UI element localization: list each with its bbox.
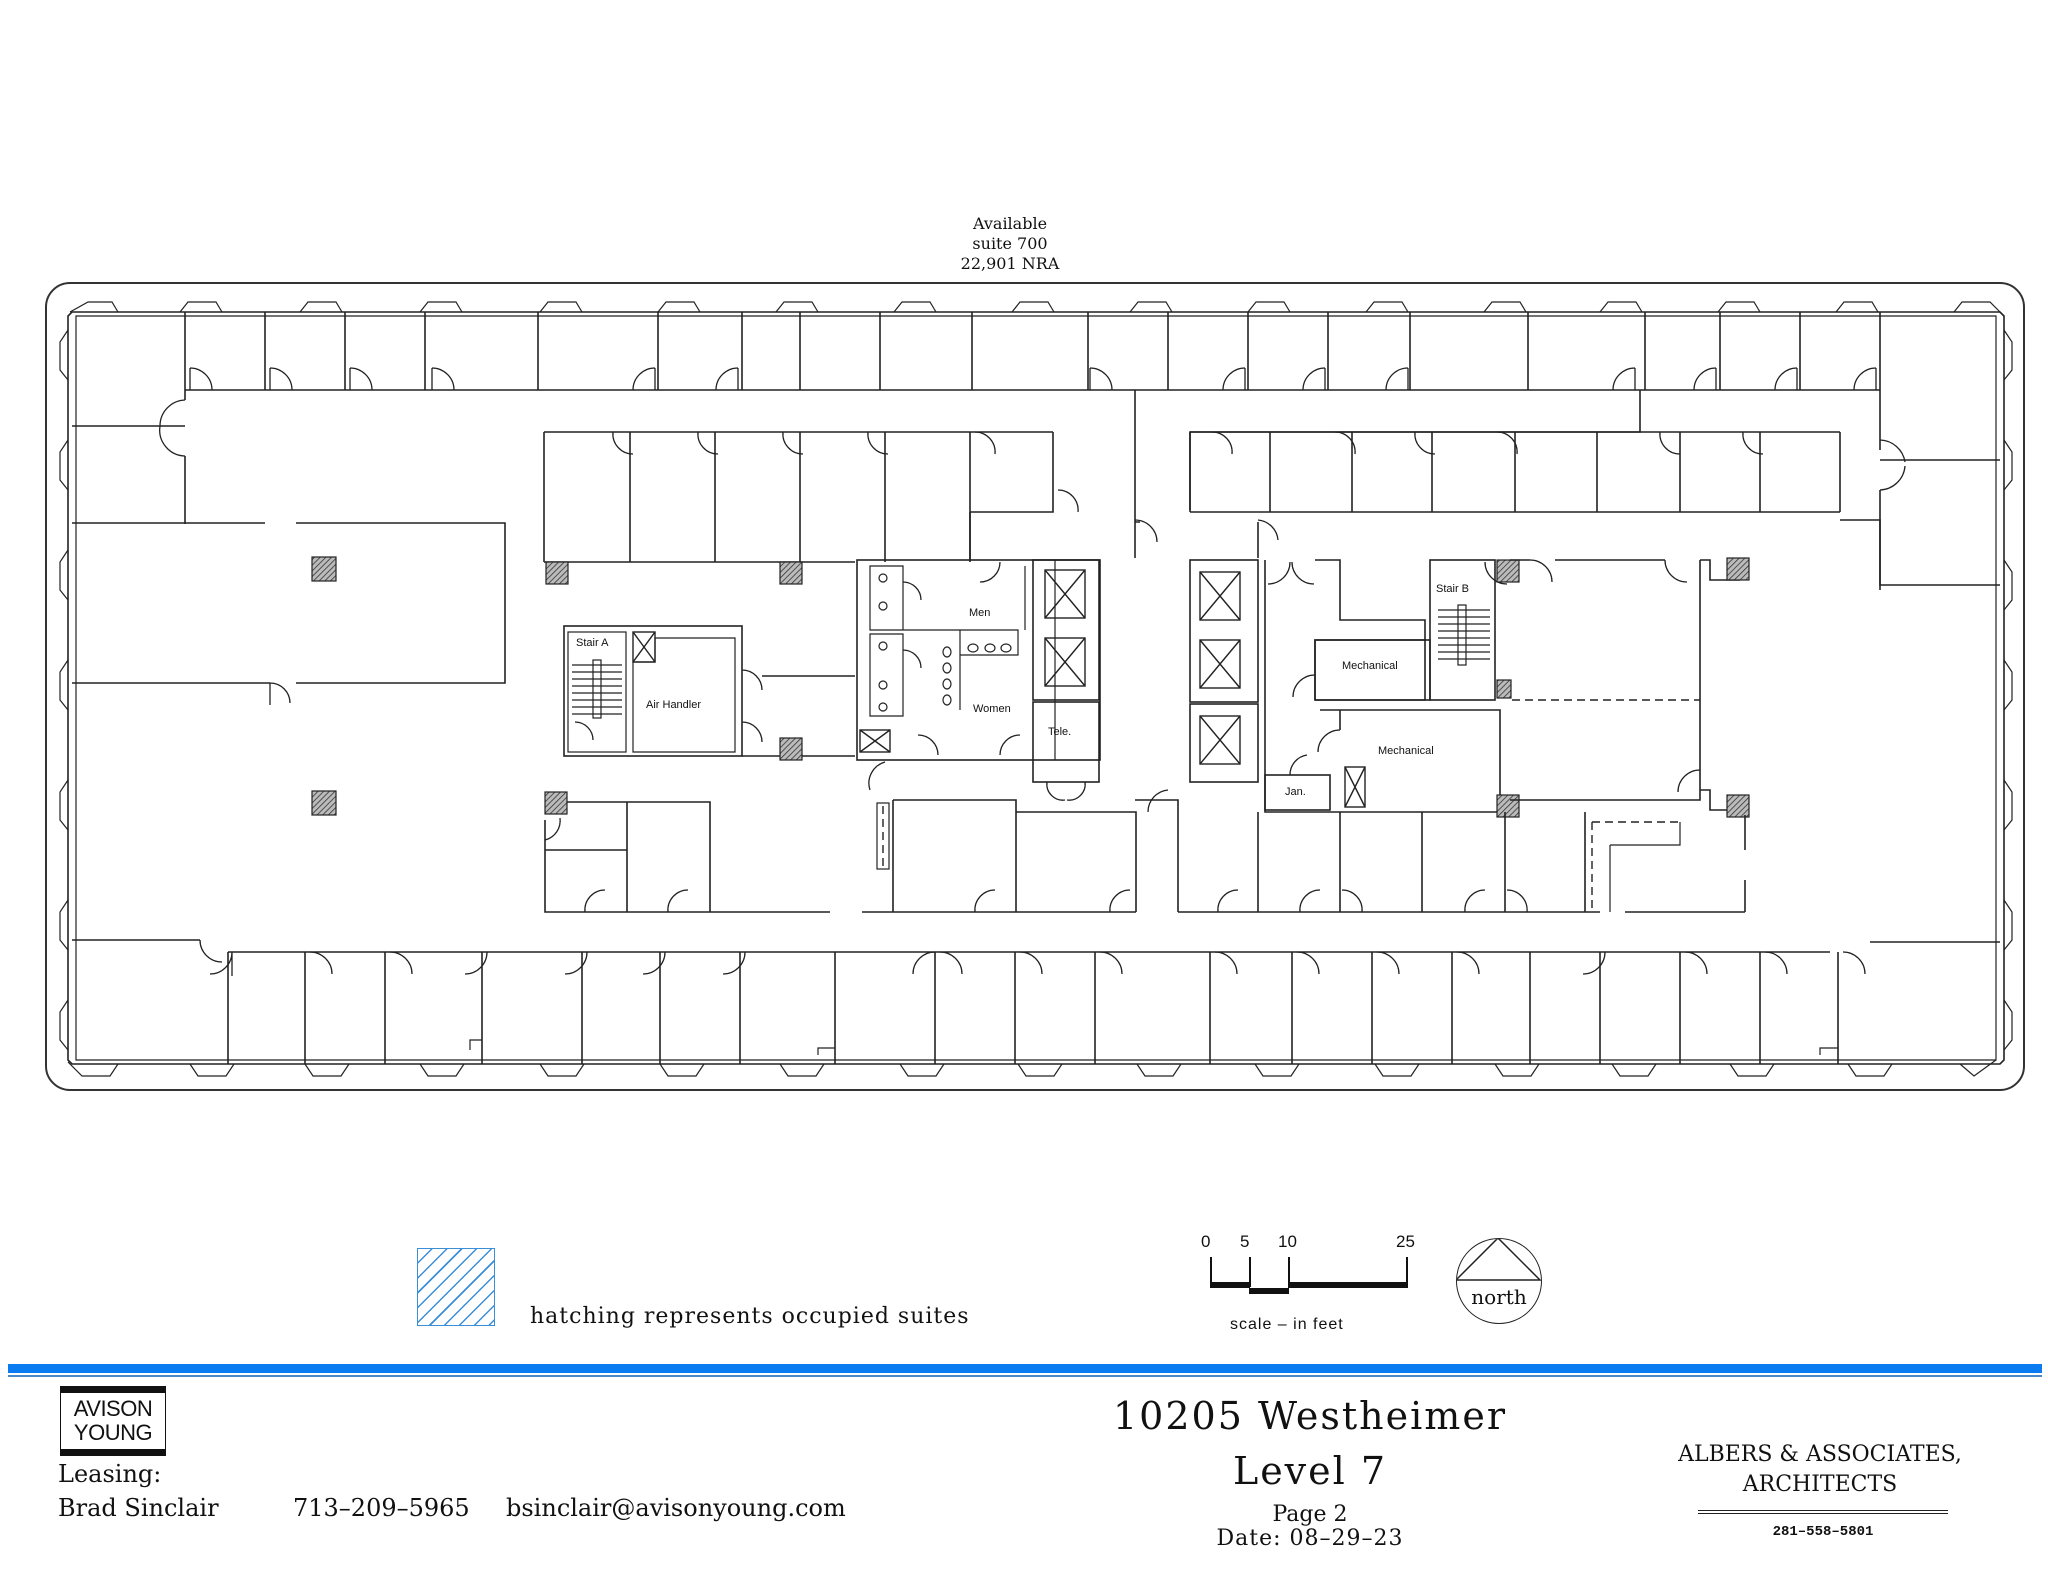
stair-b-treads bbox=[1438, 604, 1490, 666]
north-arrow: north bbox=[1456, 1238, 1542, 1324]
room-label-women: Women bbox=[973, 703, 1011, 715]
suite-availability-line: Available bbox=[972, 214, 1048, 233]
agent-name: Brad Sinclair bbox=[58, 1494, 219, 1522]
scale-tick-25: 25 bbox=[1396, 1232, 1415, 1251]
north-label: north bbox=[1471, 1285, 1527, 1309]
title-block-divider-thin bbox=[8, 1375, 2042, 1377]
inner-offices-right bbox=[1189, 431, 1881, 590]
room-label-air-handler: Air Handler bbox=[646, 699, 702, 711]
leasing-label: Leasing: bbox=[58, 1460, 162, 1488]
room-label-stair-a: Stair A bbox=[576, 637, 609, 649]
bottom-perimeter-offices bbox=[72, 939, 2000, 1064]
architect-rule bbox=[1698, 1510, 1948, 1514]
architect-name: ALBERS & ASSOCIATES, ARCHITECTS bbox=[1660, 1440, 1980, 1500]
east-suite bbox=[1510, 557, 1750, 818]
elevators-east bbox=[1189, 559, 1259, 783]
page-number: Page 2 bbox=[1272, 1502, 1348, 1527]
lower-inner-offices-left bbox=[544, 791, 830, 913]
agent-phone: 713–209–5965 bbox=[293, 1494, 470, 1522]
stair-a-air-handler bbox=[563, 625, 855, 761]
scale-tick-5: 5 bbox=[1240, 1232, 1250, 1251]
stair-a-treads bbox=[572, 659, 622, 719]
exterior-wall bbox=[59, 301, 2013, 1077]
scale-caption: scale – in feet bbox=[1230, 1316, 1344, 1333]
scale-tick-10: 10 bbox=[1278, 1232, 1297, 1251]
building-address: 10205 Westheimer bbox=[1113, 1394, 1507, 1438]
room-label-mechanical-north: Mechanical bbox=[1342, 660, 1398, 672]
lower-inner-offices-center bbox=[862, 789, 1169, 913]
plan-date: Date: 08–29–23 bbox=[1216, 1526, 1404, 1551]
architect-name-line-2: ARCHITECTS bbox=[1742, 1472, 1898, 1497]
logo-line-2: YOUNG bbox=[73, 1420, 153, 1445]
west-open-area bbox=[72, 522, 506, 816]
building-outline bbox=[45, 282, 2025, 1091]
restrooms bbox=[856, 559, 1101, 791]
avison-young-logo: AVISON YOUNG bbox=[60, 1386, 166, 1456]
occupied-hatch-swatch bbox=[417, 1248, 495, 1326]
floor-level: Level 7 bbox=[1232, 1449, 1388, 1493]
room-label-stair-b: Stair B bbox=[1436, 583, 1470, 595]
room-label-tele: Tele. bbox=[1048, 726, 1072, 738]
suite-number: suite 700 bbox=[972, 234, 1048, 253]
title-block-divider bbox=[8, 1364, 2042, 1373]
scale-bar: 0 5 10 25 bbox=[1200, 1232, 1420, 1312]
room-label-men: Men bbox=[969, 607, 991, 619]
legend-text: hatching represents occupied suites bbox=[530, 1304, 970, 1329]
lower-inner-offices-right bbox=[1177, 812, 1746, 913]
inner-offices-left bbox=[543, 431, 1079, 585]
scale-tick-0: 0 bbox=[1201, 1232, 1211, 1251]
room-label-mechanical-south: Mechanical bbox=[1378, 745, 1434, 757]
core-walls bbox=[969, 512, 1279, 812]
room-label-janitor: Jan. bbox=[1285, 786, 1306, 798]
agent-email[interactable]: bsinclair@avisonyoung.com bbox=[506, 1494, 846, 1522]
suite-availability-label: Available suite 700 22,901 NRA bbox=[940, 214, 1080, 274]
architect-phone: 281–558–5801 bbox=[1772, 1524, 1874, 1540]
north-triangle-icon bbox=[1457, 1239, 1541, 1282]
top-perimeter-offices bbox=[72, 312, 2000, 586]
architect-name-line-1: ALBERS & ASSOCIATES, bbox=[1678, 1442, 1962, 1467]
suite-area: 22,901 NRA bbox=[960, 254, 1060, 273]
elevators-west bbox=[1032, 559, 1100, 801]
east-core-rooms bbox=[1264, 559, 1520, 818]
logo-line-1: AVISON bbox=[73, 1396, 153, 1421]
